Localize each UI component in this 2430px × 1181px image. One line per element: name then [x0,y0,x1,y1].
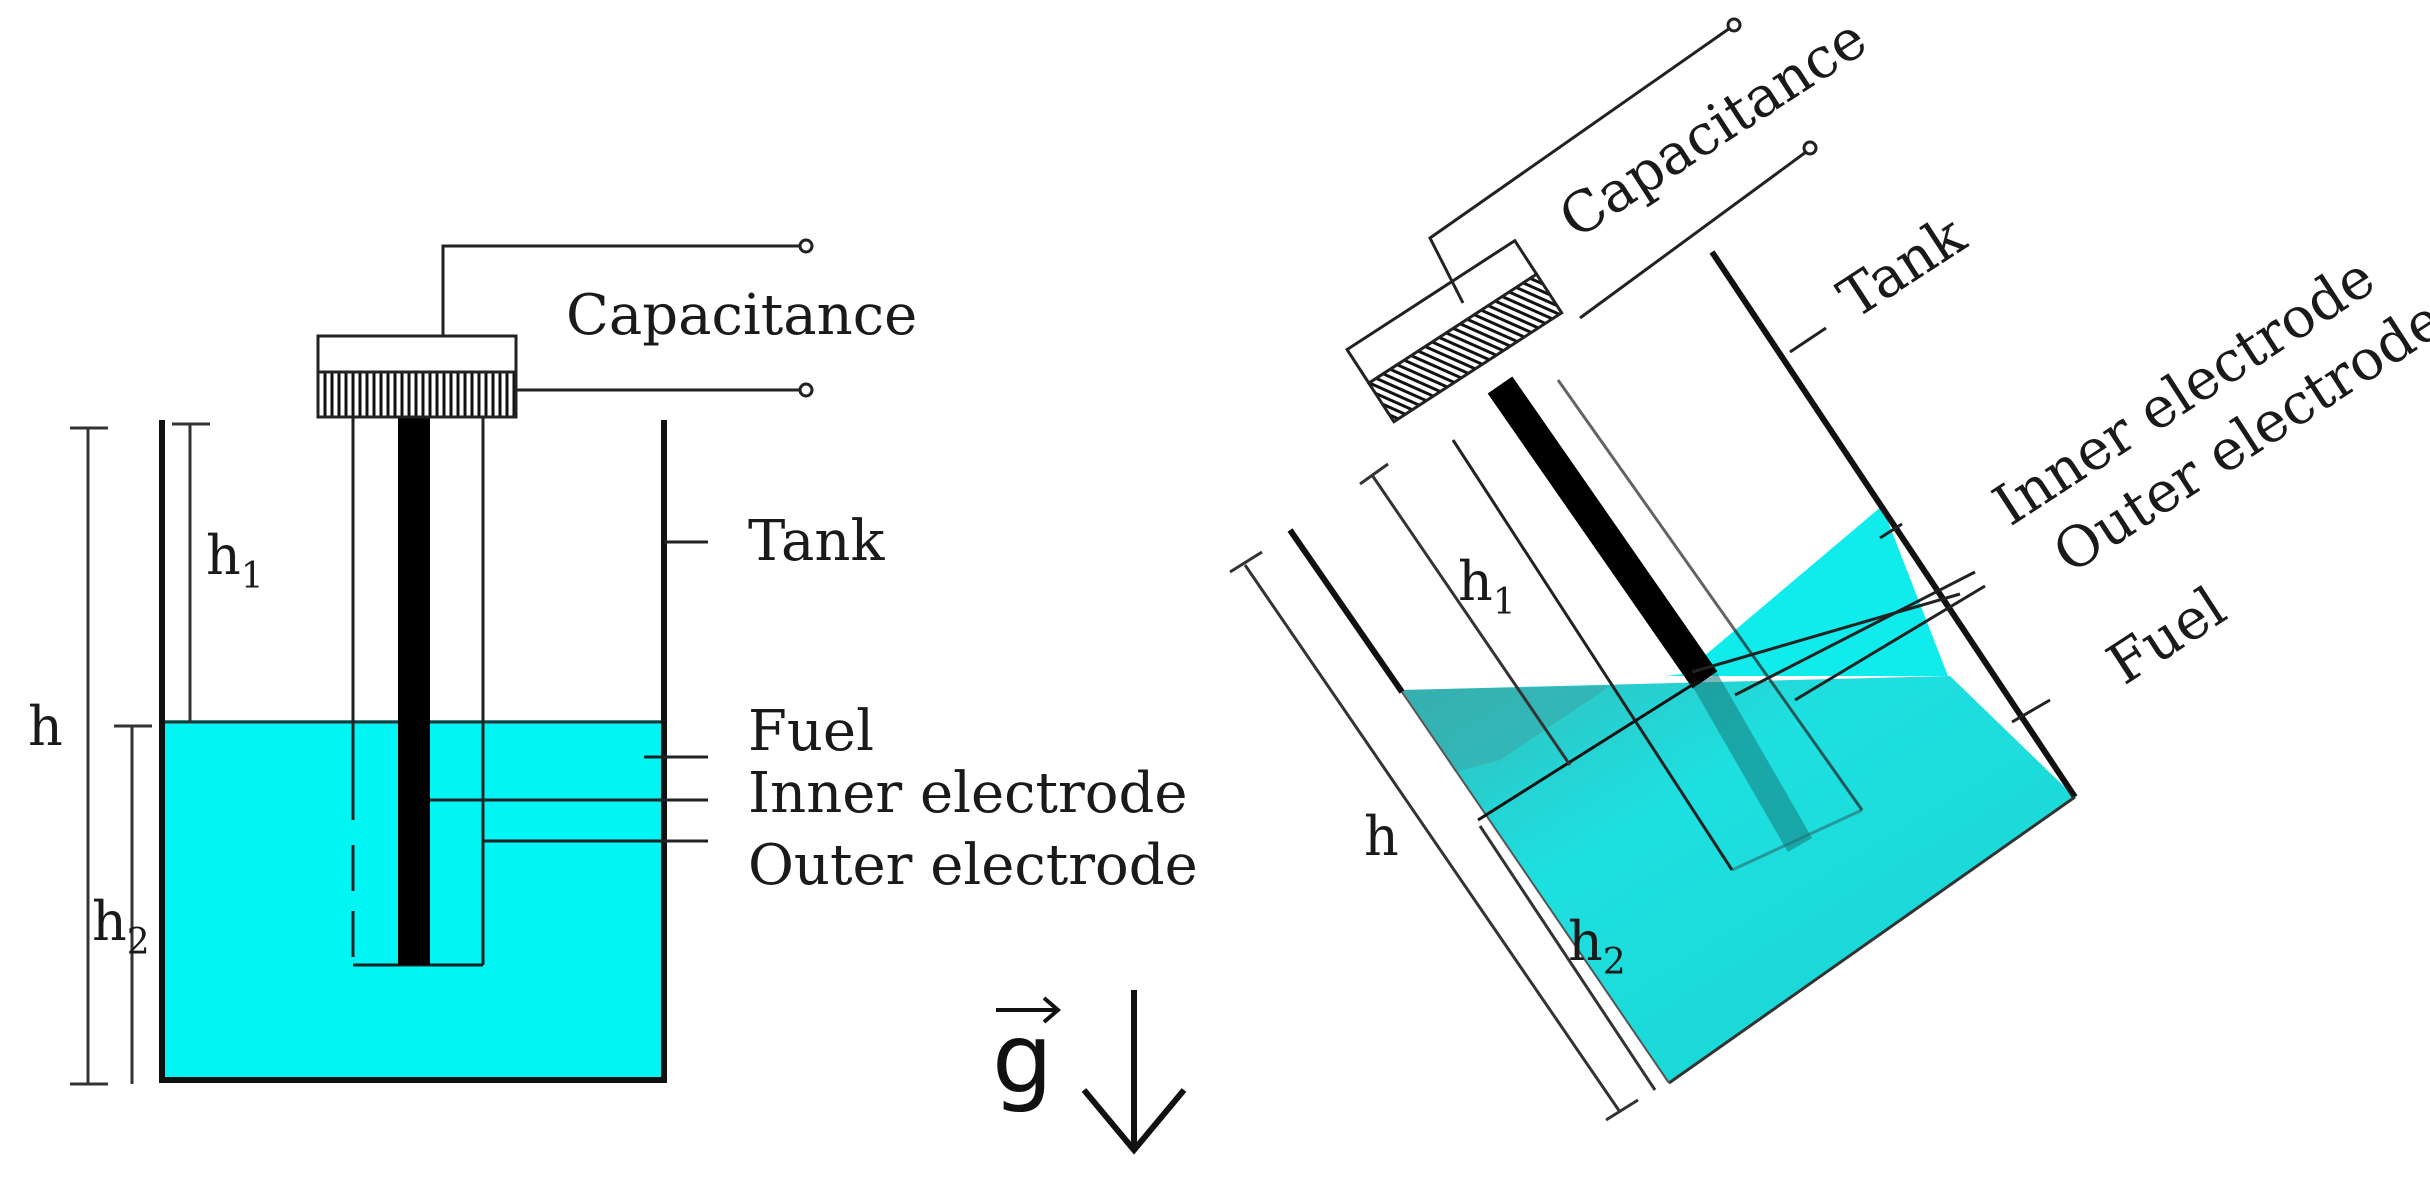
capacitance-label: Capacitance [1548,6,1878,252]
gravity-symbol: g [992,1003,1053,1115]
fuel-shade [1402,686,1610,772]
fuel-leader [1794,584,1986,702]
gravity-vector-arrow-head [1042,996,1062,1024]
sensor-cap-threads [316,370,518,419]
inner-electrode-leader [1691,592,1961,674]
tank-leader [1789,326,1827,354]
capacitance-wire-top [1428,26,1731,304]
sensor-cap-threads [1366,272,1564,424]
capacitance-wire-bottom [1579,150,1807,320]
capacitance-wire-top [441,244,802,336]
h2-label: h2 [1568,910,1626,983]
fuel-tick [2011,698,2051,724]
tank-label: Tank [748,509,885,574]
sensor-cap-group [1344,238,1564,424]
inner-electrode-tick [1879,522,1903,540]
tilted-tank-diagram: Capacitance Tank Inner electrode Outer e… [1229,6,2430,1122]
h1-tick-top [1359,462,1389,486]
fuel-label: Fuel [2096,575,2237,698]
outer-electrode-label: Outer electrode [748,833,1198,898]
h-tick-top [1229,550,1263,574]
h1-label: h1 [1458,550,1516,623]
inner-electrode [1487,376,1718,689]
h-dimension-line [1243,564,1622,1113]
upright-tank-diagram: Capacitance Tank Fuel Inner electrode Ou… [28,238,1198,1086]
h2-label: h2 [92,890,150,963]
outer-electrode-leader [1734,570,1976,697]
tank-right-wall [1709,250,2078,799]
inner-electrode [398,415,430,965]
terminal-bottom [798,382,814,398]
h1-dimension-line [1370,474,1572,766]
sensor-cap [316,334,518,374]
h-label: h [1364,805,1399,868]
outer-electrode-right [1556,379,1864,811]
terminal-bottom [1802,140,1818,156]
terminal-top [1726,17,1742,33]
tank-left-wall [1287,528,1405,694]
h1-label: h1 [206,524,264,597]
gravity-arrow-head [1081,1088,1187,1155]
tank-left-lower [1401,691,1670,1084]
h-tick-bottom [1605,1098,1639,1122]
fuel-surface-line [1477,678,1701,822]
capacitance-label: Capacitance [566,283,917,348]
inner-electrode-submerged [1692,673,1813,852]
inner-electrode-label: Inner electrode [748,761,1188,826]
h-label: h [28,695,63,758]
tank [159,420,667,1083]
h2-dimension-line [1478,825,1657,1091]
fuel-fill-tilted [1402,676,2075,1083]
fuel-label: Fuel [748,699,874,764]
tank-label: Tank [1827,202,1978,331]
terminal-top [798,238,814,254]
tank-bottom [1668,795,2076,1085]
gravity-vector: g [992,990,1187,1155]
outer-electrode-left [1451,439,1734,871]
